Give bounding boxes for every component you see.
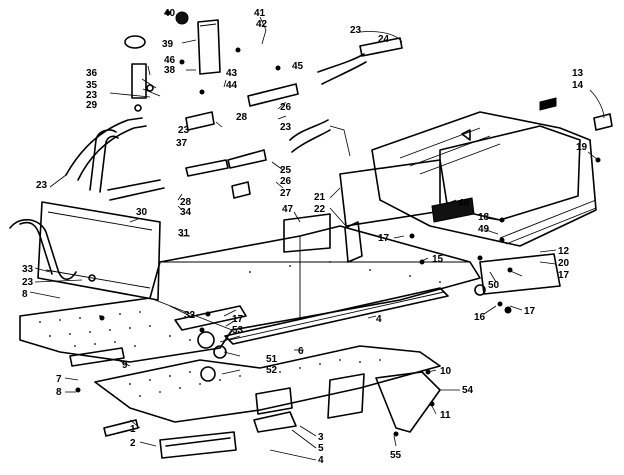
callout-33: 33 [22, 264, 34, 275]
callout-53: 53 [232, 325, 244, 336]
callout-23-left: 23 [86, 90, 98, 101]
callout-20: 20 [558, 258, 570, 269]
callout-8-low: 8 [56, 387, 62, 398]
side-rail [224, 287, 449, 345]
callout-36: 36 [86, 68, 98, 79]
small-parts [69, 213, 512, 459]
callout-26-top: 26 [280, 102, 292, 113]
callout-23-low: 23 [22, 277, 34, 288]
callout-1: 1 [130, 424, 136, 435]
callout-46: 46 [164, 55, 176, 66]
callout-38: 38 [164, 65, 176, 76]
callout-49: 49 [478, 224, 490, 235]
callout-45: 45 [292, 61, 304, 72]
callout-34: 34 [180, 207, 192, 218]
heat-exchanger-panel [37, 201, 161, 301]
callout-24-top: 24 [378, 34, 390, 45]
callout-28-mid: 28 [180, 197, 192, 208]
callout-15: 15 [432, 254, 444, 265]
callout-30: 30 [136, 207, 148, 218]
callout-3: 3 [318, 432, 324, 443]
rear-bumper-rack [371, 97, 613, 295]
callout-4-bottom: 4 [318, 455, 324, 466]
callout-19: 19 [576, 142, 588, 153]
callout-7: 7 [56, 374, 62, 385]
callout-18: 18 [478, 212, 490, 223]
callout-17-far: 17 [558, 270, 570, 281]
callout-12: 12 [558, 246, 570, 257]
callout-50: 50 [488, 280, 500, 291]
callout-4-top: 4 [376, 314, 382, 325]
callout-17-mid: 17 [378, 233, 390, 244]
callout-2: 2 [130, 438, 136, 449]
callout-28-top: 28 [236, 112, 248, 123]
callout-51: 51 [266, 354, 278, 365]
rivet-pattern-board [129, 359, 381, 397]
fasteners [75, 10, 601, 437]
callout-52: 52 [266, 365, 278, 376]
callout-29: 29 [86, 100, 98, 111]
callout-5: 5 [318, 443, 324, 454]
callout-21: 21 [314, 192, 326, 203]
callout-32: 32 [184, 310, 196, 321]
callout-31: 31 [178, 228, 190, 239]
callout-17-right: 17 [524, 306, 536, 317]
callout-23-mid: 23 [178, 125, 190, 136]
callout-6: 6 [298, 346, 304, 357]
decal-14 [593, 113, 613, 131]
callout-10: 10 [440, 366, 452, 377]
bottle-cap-40 [175, 11, 189, 25]
left-hose-assembly [9, 117, 165, 281]
callout-39: 39 [162, 39, 174, 50]
callout-40: 40 [164, 8, 176, 19]
callout-43: 43 [226, 68, 238, 79]
rear-bracket [339, 159, 475, 263]
callout-23-far-left: 23 [36, 180, 48, 191]
callout-42: 42 [256, 19, 268, 30]
callout-26-mid: 26 [280, 176, 292, 187]
filler-cap-36 [124, 35, 146, 49]
callout-55: 55 [390, 450, 402, 461]
callout-11: 11 [440, 410, 451, 421]
tunnel-floor [19, 225, 481, 363]
callout-41: 41 [254, 8, 266, 19]
callout-23-mid2: 23 [280, 122, 292, 133]
running-board [94, 345, 441, 423]
callout-8-left: 8 [22, 289, 28, 300]
callout-13: 13 [572, 68, 584, 79]
callout-9: 9 [122, 360, 128, 371]
mid-hoses [185, 37, 403, 199]
rivet-pattern-floor [39, 261, 441, 347]
callout-14: 14 [572, 80, 584, 91]
callout-25: 25 [280, 165, 292, 176]
callout-labels: 40 41 42 39 46 38 43 44 45 23 24 36 35 2… [22, 8, 588, 466]
callout-35: 35 [86, 80, 98, 91]
callout-16: 16 [474, 312, 486, 323]
coolant-bottle [124, 11, 221, 99]
callout-47: 47 [282, 204, 294, 215]
callout-23-top: 23 [350, 25, 362, 36]
callout-17-low: 17 [232, 314, 244, 325]
callout-22: 22 [314, 204, 326, 215]
leader-lines [29, 16, 605, 461]
callout-44: 44 [226, 80, 238, 91]
callout-54: 54 [462, 385, 474, 396]
callout-48: 48 [458, 198, 470, 209]
decal-13 [539, 97, 557, 111]
callout-27: 27 [280, 188, 292, 199]
callout-37: 37 [176, 138, 188, 149]
